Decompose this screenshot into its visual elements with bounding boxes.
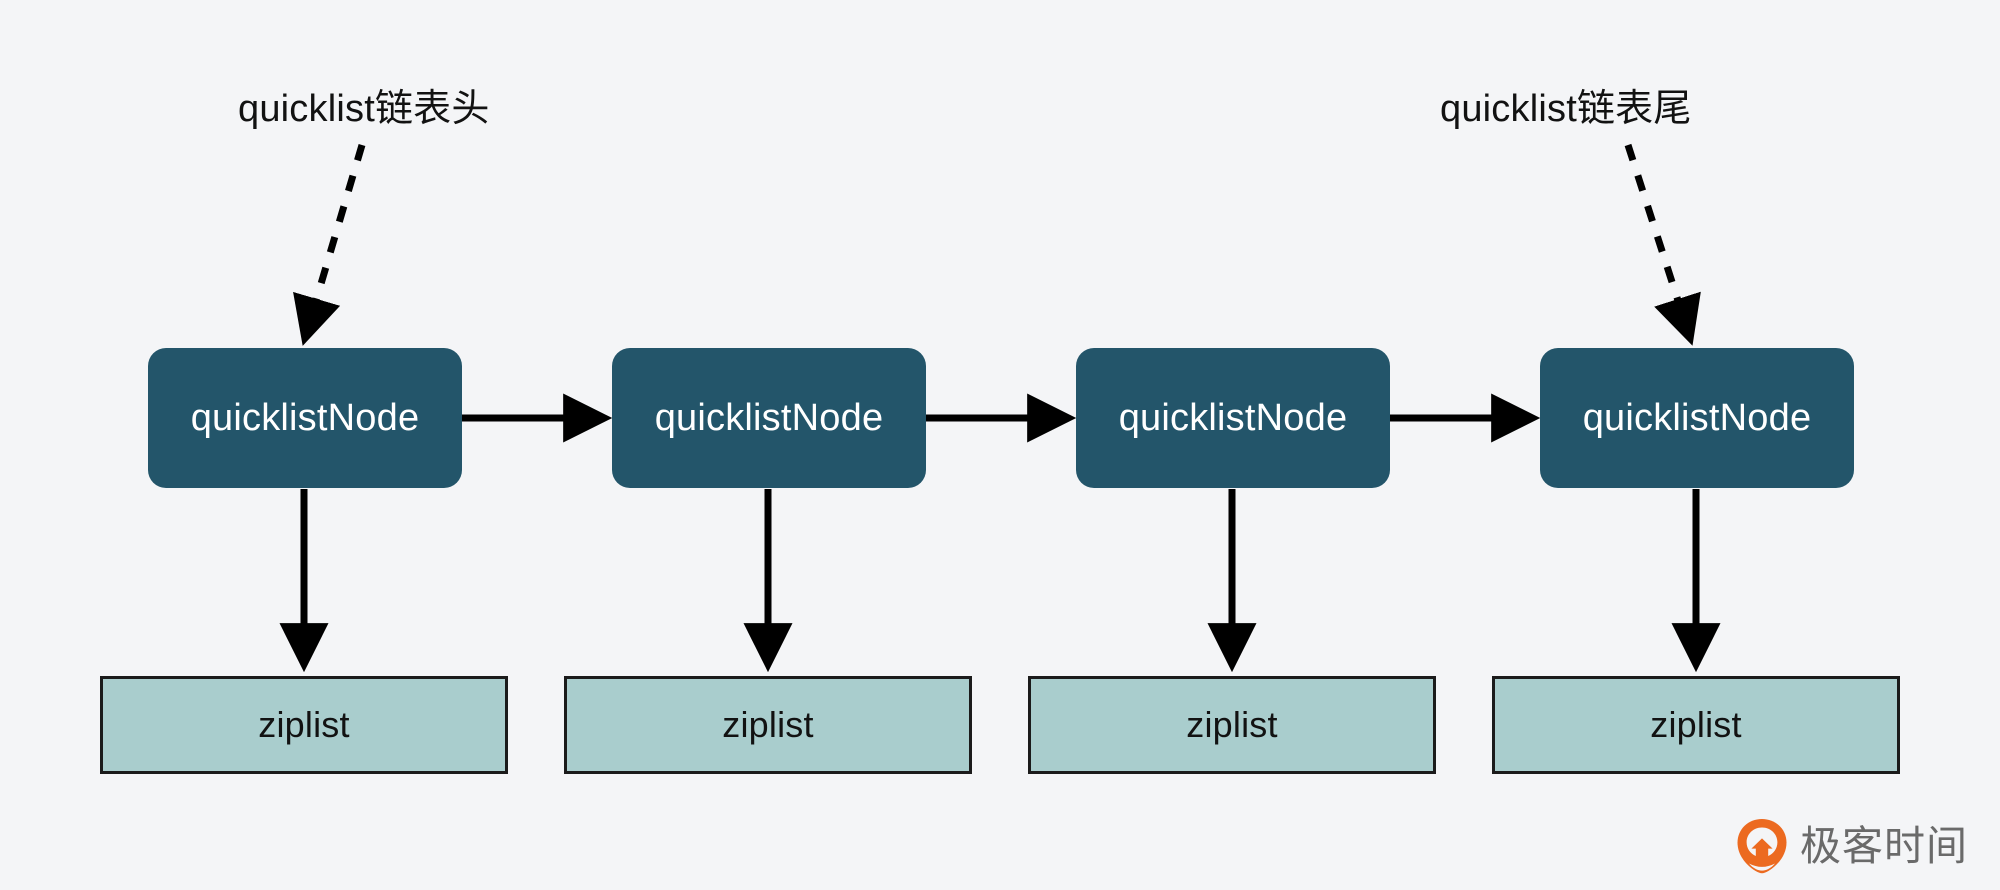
quicklist-node-3[interactable]: quicklistNode <box>1076 348 1390 488</box>
dashed-arrow-tail <box>1624 143 1701 346</box>
quicklist-node-4-label: quicklistNode <box>1582 397 1812 439</box>
geektime-pin-icon <box>1737 819 1787 874</box>
ziplist-box-2-label: ziplist <box>722 704 814 745</box>
ziplist-box-4[interactable]: ziplist <box>1492 676 1900 774</box>
quicklist-node-1-label: quicklistNode <box>190 397 420 439</box>
watermark: 极客时间 <box>1736 818 1968 874</box>
ziplist-box-4-label: ziplist <box>1650 704 1742 745</box>
quicklist-node-2[interactable]: quicklistNode <box>612 348 926 488</box>
ziplist-box-1-label: ziplist <box>258 704 350 745</box>
annotation-label-head: quicklist链表头 <box>238 88 490 130</box>
quicklist-node-3-label: quicklistNode <box>1118 397 1348 439</box>
ziplist-box-1[interactable]: ziplist <box>100 676 508 774</box>
quicklist-node-2-label: quicklistNode <box>654 397 884 439</box>
quicklist-node-1[interactable]: quicklistNode <box>148 348 462 488</box>
quicklist-node-4[interactable]: quicklistNode <box>1540 348 1854 488</box>
ziplist-box-2[interactable]: ziplist <box>564 676 972 774</box>
dashed-arrow-head <box>293 144 366 346</box>
watermark-text: 极客时间 <box>1800 822 1968 869</box>
ziplist-box-3-label: ziplist <box>1186 704 1278 745</box>
ziplist-box-3[interactable]: ziplist <box>1028 676 1436 774</box>
annotation-label-tail: quicklist链表尾 <box>1440 88 1692 130</box>
